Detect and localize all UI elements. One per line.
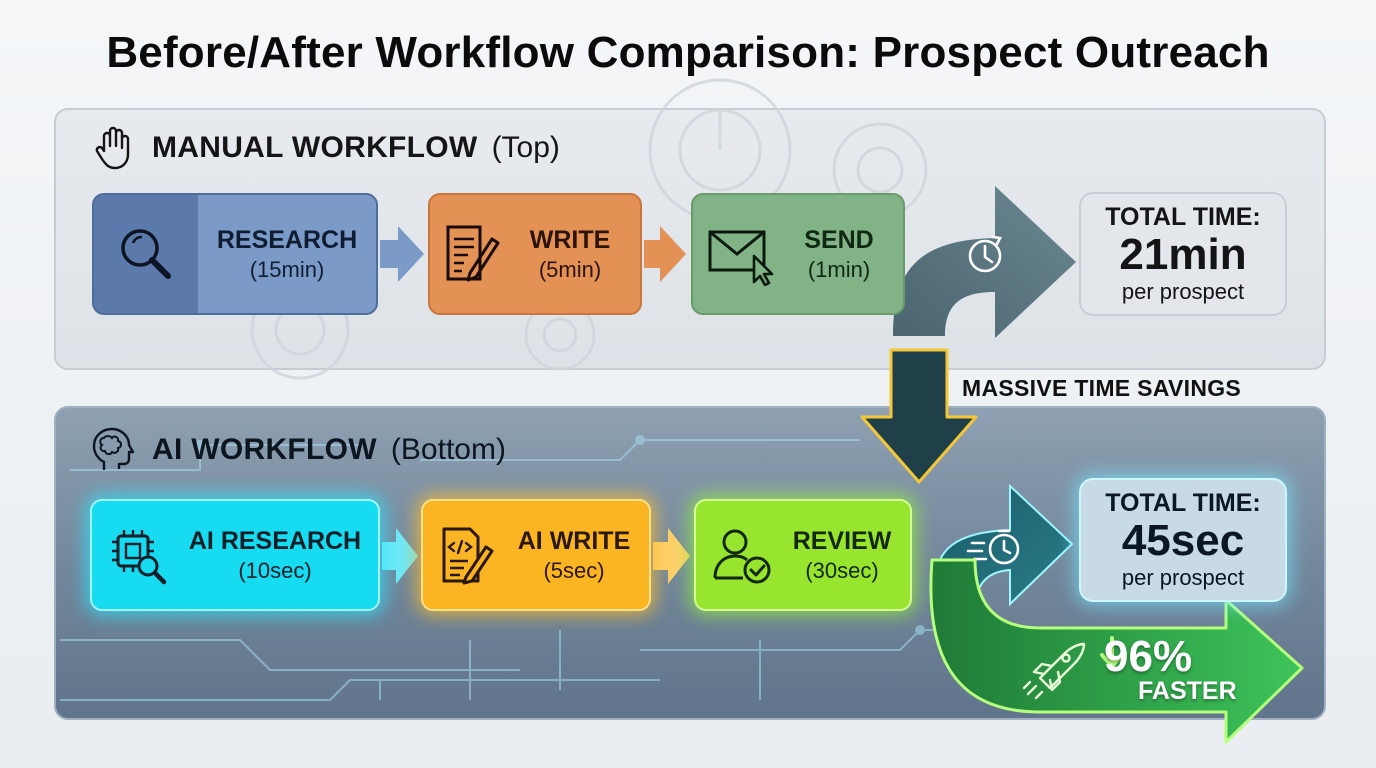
step-research-duration: (15min) xyxy=(249,256,325,282)
ai-total-value: 45sec xyxy=(1121,516,1245,566)
connector-arrow-write-send xyxy=(644,226,686,282)
step-write: WRITE (5min) xyxy=(428,193,642,315)
step-ai-research: AI RESEARCH (10sec) xyxy=(90,499,380,611)
step-ai-research-duration: (10sec) xyxy=(238,557,312,583)
step-send: SEND (1min) xyxy=(691,193,905,315)
code-document-pencil-icon xyxy=(423,501,511,609)
ai-total-time: TOTAL TIME: 45sec per prospect xyxy=(1079,478,1287,602)
step-research: RESEARCH (15min) xyxy=(92,193,378,315)
ai-total-label: TOTAL TIME: xyxy=(1105,489,1261,518)
massive-savings-arrow xyxy=(860,348,978,484)
magnifier-icon xyxy=(94,195,198,313)
step-send-label: SEND xyxy=(804,225,874,254)
rocket-icon xyxy=(1022,642,1086,700)
down-arrow-icon xyxy=(1100,636,1124,668)
clock-refresh-icon xyxy=(968,235,1002,273)
connector-arrow-ai-research-write xyxy=(382,528,418,584)
manual-total-time: TOTAL TIME: 21min per prospect xyxy=(1079,192,1287,316)
step-review-duration: (30sec) xyxy=(805,557,879,583)
ai-workflow-heading: AI WORKFLOW (Bottom) xyxy=(86,424,506,476)
manual-total-label: TOTAL TIME: xyxy=(1105,203,1261,232)
user-check-icon xyxy=(696,501,788,609)
step-ai-write: AI WRITE (5sec) xyxy=(421,499,651,611)
ai-heading-suffix: (Bottom) xyxy=(390,433,506,466)
circuit-decoration xyxy=(60,435,960,701)
faster-percent: 96% xyxy=(1104,632,1193,681)
faster-arrow xyxy=(929,558,1304,744)
manual-total-sub: per prospect xyxy=(1121,278,1245,304)
page-title: Before/After Workflow Comparison: Prospe… xyxy=(106,28,1270,77)
manual-heading-title: MANUAL WORKFLOW xyxy=(152,131,478,164)
step-write-label: WRITE xyxy=(529,225,611,254)
step-send-duration: (1min) xyxy=(807,256,871,282)
ai-total-sub: per prospect xyxy=(1121,564,1245,590)
step-ai-write-label: AI WRITE xyxy=(517,526,631,555)
massive-time-savings-label: MASSIVE TIME SAVINGS xyxy=(962,375,1242,401)
ai-heading-title: AI WORKFLOW xyxy=(152,433,377,466)
brain-head-icon xyxy=(92,427,135,470)
envelope-cursor-icon xyxy=(693,195,791,313)
step-ai-write-duration: (5sec) xyxy=(543,557,605,583)
step-research-label: RESEARCH xyxy=(216,225,358,254)
step-review-label: REVIEW xyxy=(792,526,892,555)
manual-heading-suffix: (Top) xyxy=(491,131,560,164)
step-write-duration: (5min) xyxy=(538,256,602,282)
connector-arrow-ai-write-review xyxy=(653,528,690,584)
document-pencil-icon xyxy=(430,195,514,313)
manual-total-value: 21min xyxy=(1119,230,1247,280)
manual-workflow-heading: MANUAL WORKFLOW (Top) xyxy=(90,124,560,172)
step-ai-research-label: AI RESEARCH xyxy=(188,526,362,555)
hand-icon xyxy=(95,126,130,170)
step-review: REVIEW (30sec) xyxy=(694,499,912,611)
connector-arrow-research-write xyxy=(380,226,424,282)
manual-curved-arrow xyxy=(893,186,1076,338)
faster-label: FASTER xyxy=(1138,677,1237,705)
chip-magnifier-icon xyxy=(92,501,182,609)
